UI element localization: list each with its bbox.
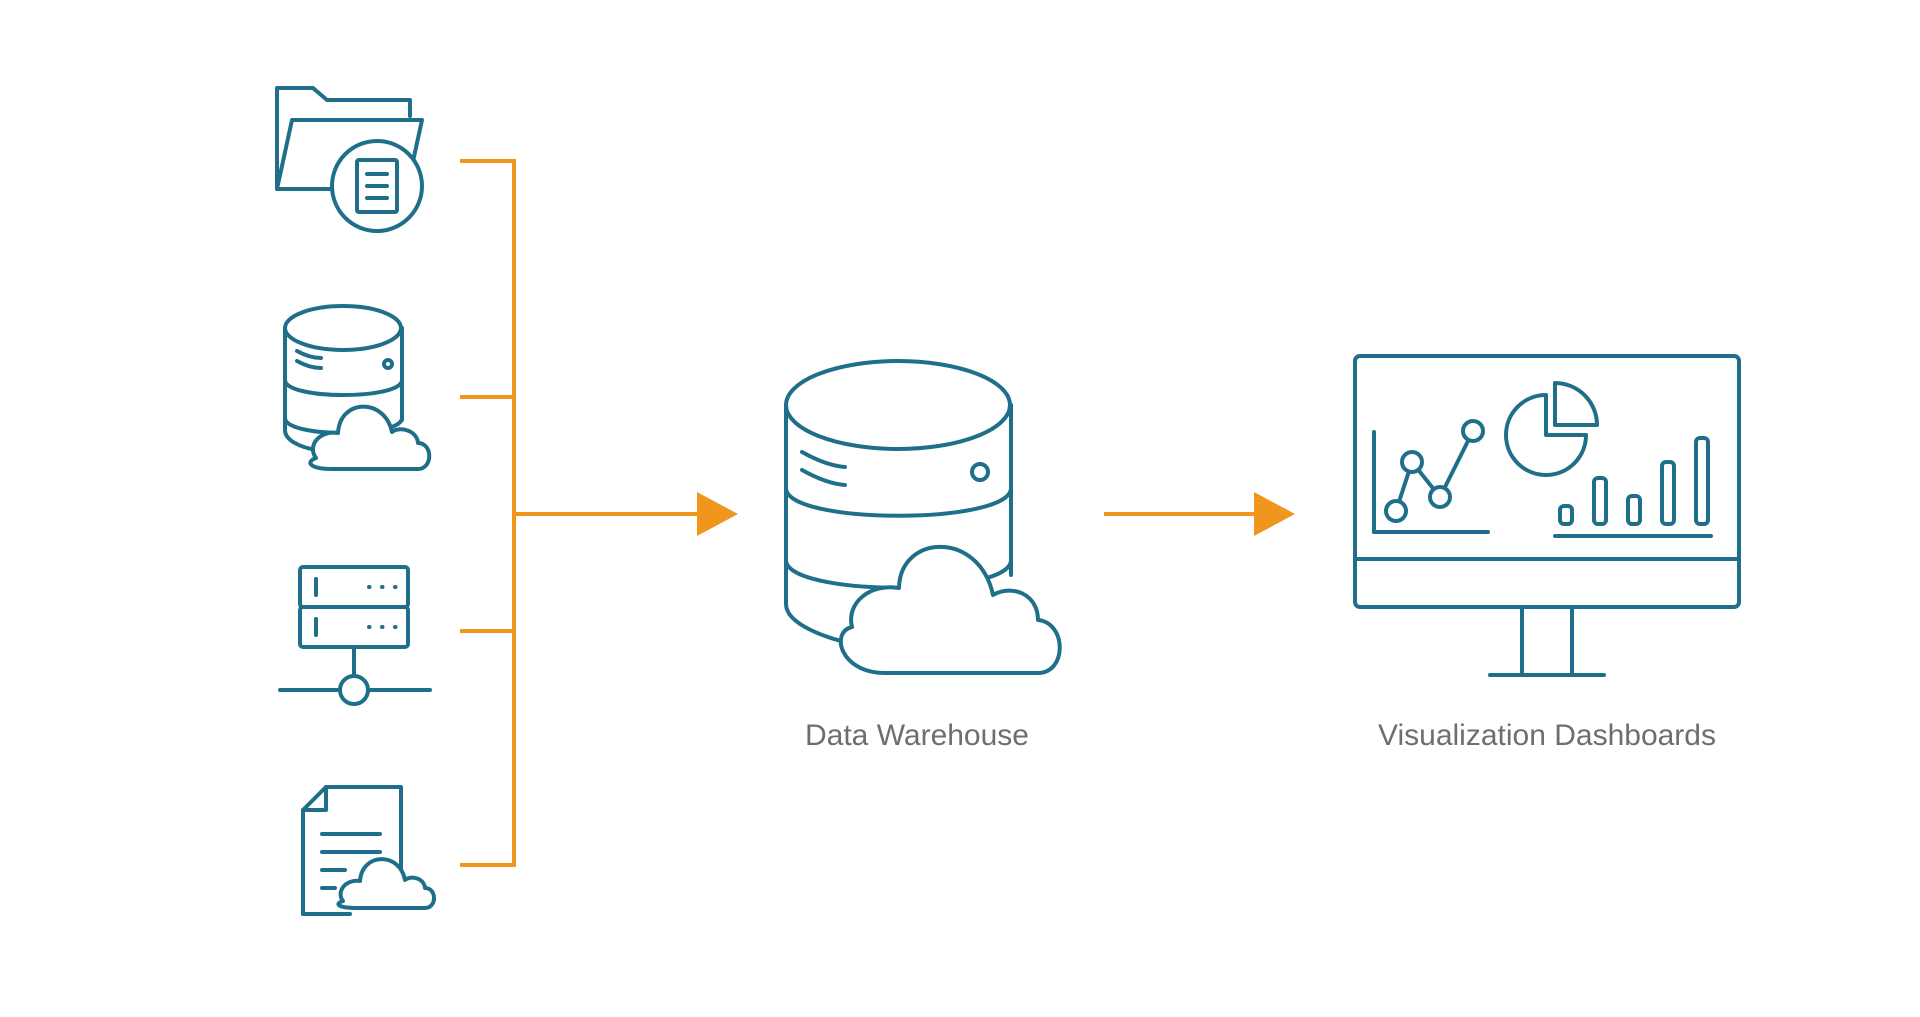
source-connector (460, 159, 1262, 867)
arrow-to-warehouse (697, 492, 738, 536)
network-server-icon (278, 565, 432, 706)
warehouse-label: Data Warehouse (805, 719, 1029, 752)
dashboards-label: Visualization Dashboards (1378, 719, 1716, 752)
dashboard-monitor-icon (1353, 354, 1741, 677)
database-cloud-icon (283, 304, 432, 471)
folder-document-icon (275, 86, 424, 233)
data-warehouse-icon (784, 359, 1062, 675)
arrow-to-dashboards (1254, 492, 1295, 536)
document-cloud-icon (301, 785, 436, 916)
